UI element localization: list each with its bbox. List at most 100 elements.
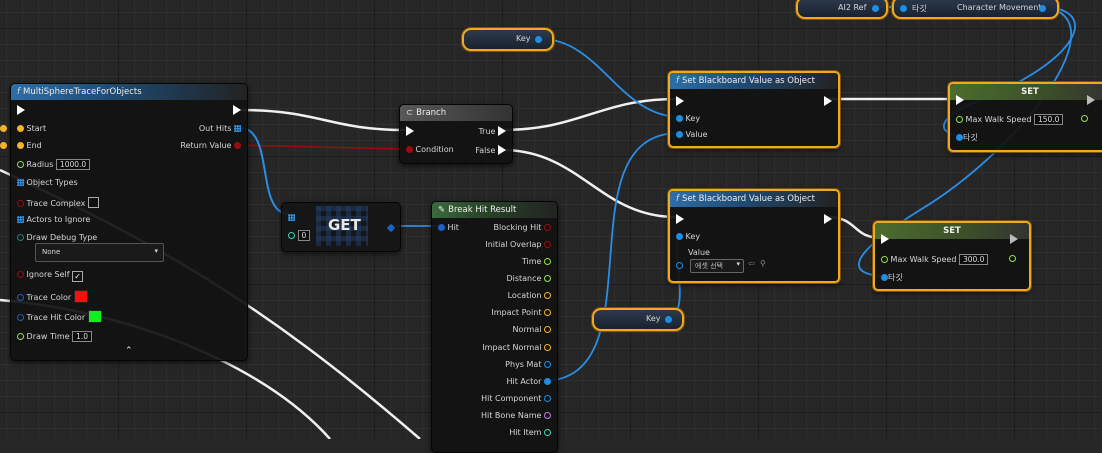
- node-header[interactable]: ⊂Branch: [400, 105, 512, 121]
- ai2-ref-variable-node[interactable]: AI2 Ref: [796, 0, 888, 19]
- phys-mat-pin[interactable]: Phys Mat: [505, 360, 551, 369]
- index-pin[interactable]: 0: [288, 230, 311, 241]
- object-types-pin[interactable]: Object Types: [17, 178, 78, 187]
- character-movement-output-pin[interactable]: [1039, 4, 1046, 13]
- exec-in-pin[interactable]: [676, 214, 684, 224]
- trace-hit-color-pin[interactable]: Trace Hit Color: [17, 310, 102, 323]
- exec-in-pin[interactable]: [881, 234, 889, 244]
- value-pin[interactable]: [676, 261, 683, 270]
- exec-out-pin[interactable]: [824, 96, 832, 106]
- return-value-pin[interactable]: Return Value: [180, 141, 241, 150]
- node-header[interactable]: SET: [950, 84, 1102, 100]
- object-wire-key1-bb1: [541, 38, 681, 118]
- output-pin[interactable]: [386, 223, 396, 233]
- ignore-self-checkbox[interactable]: ✓: [72, 271, 84, 282]
- trace-complex-pin[interactable]: Trace Complex: [17, 197, 99, 208]
- hit-bone-name-pin[interactable]: Hit Bone Name: [481, 411, 551, 420]
- asset-select-dropdown[interactable]: 에셋 선택 ▾: [690, 259, 744, 273]
- branch-node[interactable]: ⊂Branch Condition True False: [399, 104, 513, 164]
- array-watermark-icon: [316, 206, 368, 246]
- initial-overlap-pin[interactable]: Initial Overlap: [485, 240, 551, 249]
- node-header[interactable]: SET: [875, 223, 1029, 239]
- trace-complex-checkbox[interactable]: [87, 197, 99, 208]
- set-max-walk-speed-node-1[interactable]: SET Max Walk Speed 150.0 타깃: [948, 82, 1102, 152]
- trace-hit-color-swatch[interactable]: [87, 310, 102, 323]
- impact-normal-pin[interactable]: Impact Normal: [482, 343, 551, 352]
- value-pin[interactable]: Value: [676, 130, 708, 139]
- node-header[interactable]: ✎Break Hit Result: [432, 202, 557, 218]
- key-pin[interactable]: Key: [676, 232, 700, 241]
- character-movement-node[interactable]: 타깃 Character Movement: [892, 0, 1059, 19]
- array-get-node[interactable]: GET 0: [281, 202, 401, 252]
- array-icon: [17, 216, 24, 223]
- location-pin[interactable]: Location: [508, 291, 551, 300]
- exec-in-pin[interactable]: [676, 96, 684, 106]
- draw-time-pin[interactable]: Draw Time 1.0: [17, 331, 93, 342]
- hit-component-pin[interactable]: Hit Component: [481, 394, 551, 403]
- key-pin[interactable]: Key: [676, 114, 700, 123]
- exec-out-pin[interactable]: [1087, 95, 1095, 105]
- bool-wire-return-condition: [233, 144, 406, 150]
- draw-debug-dropdown[interactable]: None ▾: [35, 243, 164, 262]
- index-field[interactable]: 0: [297, 230, 311, 241]
- output-pin[interactable]: [1081, 114, 1088, 123]
- offscreen-pin-start[interactable]: [0, 124, 7, 133]
- output-pin[interactable]: [1009, 254, 1016, 263]
- max-walk-speed-pin[interactable]: Max Walk Speed 150.0: [956, 114, 1064, 125]
- start-pin[interactable]: Start: [17, 124, 46, 133]
- actors-to-ignore-pin[interactable]: Actors to Ignore: [17, 215, 90, 224]
- break-hit-result-node[interactable]: ✎Break Hit Result Hit Blocking Hit Initi…: [431, 201, 558, 453]
- exec-out-pin[interactable]: [824, 214, 832, 224]
- exec-out-pin[interactable]: [1010, 234, 1018, 244]
- max-walk-speed-field[interactable]: 150.0: [1033, 114, 1064, 125]
- exec-out-pin[interactable]: [233, 105, 241, 115]
- true-pin[interactable]: True: [478, 126, 506, 136]
- target-pin[interactable]: 타깃: [881, 272, 903, 283]
- hit-input-pin[interactable]: Hit: [438, 223, 459, 232]
- impact-point-pin[interactable]: Impact Point: [491, 308, 551, 317]
- exec-in-pin[interactable]: [17, 105, 25, 115]
- ignore-self-pin[interactable]: Ignore Self ✓: [17, 270, 84, 282]
- target-input-pin[interactable]: [900, 4, 907, 13]
- chevron-up-icon[interactable]: ⌃: [125, 346, 133, 356]
- end-pin[interactable]: End: [17, 141, 42, 150]
- out-hits-pin[interactable]: Out Hits: [199, 124, 241, 133]
- key-output-pin[interactable]: [665, 315, 672, 324]
- browse-icon[interactable]: ⚲: [760, 259, 766, 268]
- hit-item-pin[interactable]: Hit Item: [509, 428, 551, 437]
- target-pin[interactable]: 타깃: [956, 132, 978, 143]
- node-title: GET: [328, 216, 361, 234]
- max-walk-speed-field[interactable]: 300.0: [958, 254, 989, 265]
- draw-time-field[interactable]: 1.0: [72, 331, 93, 342]
- key-variable-node-2[interactable]: Key: [592, 308, 684, 331]
- radius-pin[interactable]: Radius 1000.0: [17, 159, 91, 170]
- array-in-pin[interactable]: [288, 213, 295, 222]
- trace-color-pin[interactable]: Trace Color: [17, 290, 88, 303]
- set-max-walk-speed-node-2[interactable]: SET Max Walk Speed 300.0 타깃: [873, 221, 1031, 291]
- normal-pin[interactable]: Normal: [513, 325, 551, 334]
- exec-in-pin[interactable]: [406, 126, 414, 136]
- key-output-pin[interactable]: [535, 35, 542, 44]
- key-variable-node-1[interactable]: Key: [462, 28, 554, 51]
- exec-wire-true-set1: [501, 97, 677, 132]
- exec-in-pin[interactable]: [956, 95, 964, 105]
- use-selected-icon[interactable]: ⇦: [748, 259, 755, 268]
- trace-color-swatch[interactable]: [73, 290, 88, 303]
- max-walk-speed-pin[interactable]: Max Walk Speed 300.0: [881, 254, 989, 265]
- draw-debug-type-pin[interactable]: Draw Debug Type: [17, 233, 97, 242]
- condition-pin[interactable]: Condition: [406, 145, 454, 154]
- false-pin[interactable]: False: [475, 145, 506, 155]
- ai2-ref-output-pin[interactable]: [872, 4, 879, 13]
- hit-actor-pin[interactable]: Hit Actor: [506, 377, 551, 386]
- radius-field[interactable]: 1000.0: [55, 159, 91, 170]
- blocking-hit-pin[interactable]: Blocking Hit: [494, 223, 551, 232]
- distance-pin[interactable]: Distance: [506, 274, 551, 283]
- offscreen-pin-end[interactable]: [0, 141, 7, 150]
- time-pin[interactable]: Time: [522, 257, 551, 266]
